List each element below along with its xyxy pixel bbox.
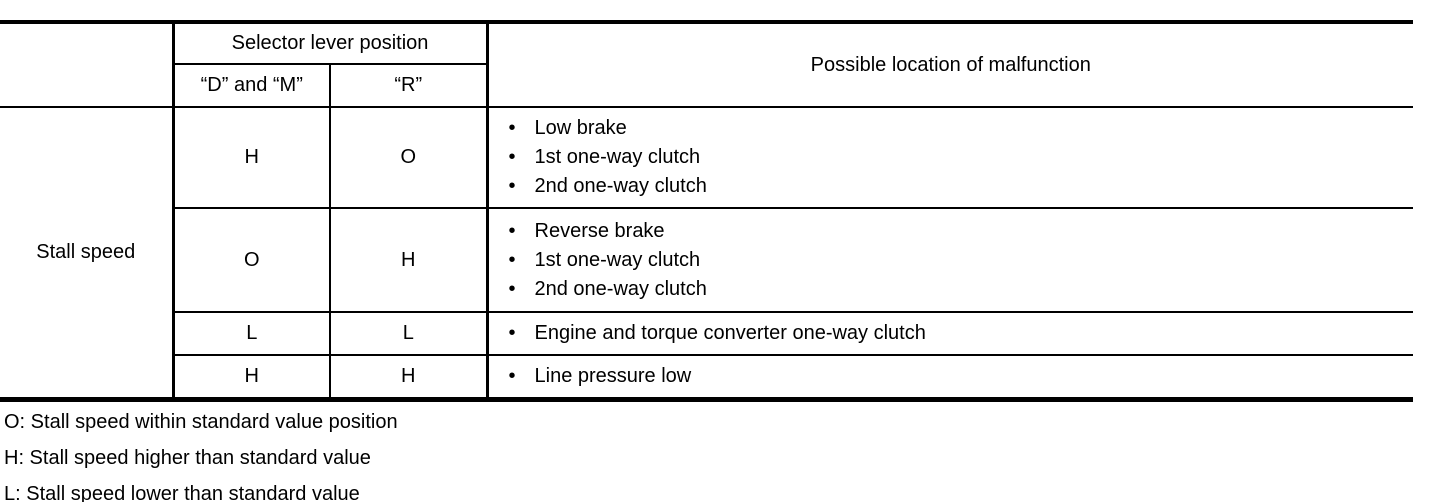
cause-text: 2nd one-way clutch [534,175,707,197]
cause-list: • Low brake • 1st one-way clutch • 2nd one-… [507,114,1408,201]
stall-speed-table: Selector lever position Possible locatio… [0,20,1414,402]
cause-text: Reverse brake [534,219,665,242]
row-label-stall-speed: Stall speed [0,106,174,401]
bullet-icon: • [508,175,516,197]
cell-d-m-row1: H [171,106,331,209]
cause-list: • Line pressure low [507,362,1408,391]
table-row: H H • Line pressure low [0,354,1414,401]
cause-item: • 2nd one-way clutch [507,172,1408,201]
cause-text: Engine and torque converter one-way clut… [534,322,926,344]
cause-item: • Engine and torque converter one-way clu… [507,319,1408,348]
col-header-r: “R” [329,63,488,108]
bullet-icon: • [508,248,516,271]
bullet-icon: • [508,365,516,387]
legend: O: Stall speed within standard value pos… [4,411,1456,502]
possible-location-header: Possible location of malfunction [485,21,1414,108]
cause-item: • Line pressure low [507,362,1408,391]
cause-item: • Reverse brake [507,217,1408,246]
bullet-icon: • [508,322,516,344]
cell-causes-row2: • Reverse brake • 1st one-way clutch • 2nd … [485,207,1414,313]
cause-text: Line pressure low [534,365,692,387]
cause-text: 1st one-way clutch [534,248,701,271]
col-header-d-and-m: “D” and “M” [171,63,331,108]
bullet-icon: • [508,277,516,300]
table-row: Stall speed H O • Low brake • 1st one-way … [0,106,1414,401]
cell-d-m-row4: H [171,354,331,401]
cell-d-m-row2: O [171,207,331,313]
cell-causes-row3: • Engine and torque converter one-way clu… [485,311,1414,356]
legend-line-l: L: Stall speed lower than standard value [4,483,360,502]
bullet-icon: • [508,117,516,139]
cell-causes-row1: • Low brake • 1st one-way clutch • 2nd one-… [485,106,1414,209]
cell-r-row1: O [329,106,488,209]
cell-r-row3: L [329,311,488,356]
cell-d-m-row3: L [171,311,331,356]
cause-item: • Low brake [507,114,1408,143]
cause-text: 2nd one-way clutch [534,277,707,300]
bullet-icon: • [508,219,516,242]
cell-causes-row4: • Line pressure low [485,354,1414,401]
cell-r-row2: H [329,207,488,313]
legend-line-h: H: Stall speed higher than standard valu… [4,447,371,469]
cause-item: • 1st one-way clutch [507,246,1408,275]
cause-list: • Reverse brake • 1st one-way clutch • 2nd … [507,217,1408,304]
cell-r-row4: H [329,354,488,401]
corner-cell [0,21,174,108]
legend-line-o: O: Stall speed within standard value pos… [4,411,398,433]
cause-list: • Engine and torque converter one-way clu… [507,319,1408,348]
table-row: O H • Reverse brake • 1st one-way clutch •… [0,207,1414,313]
cause-text: Low brake [534,117,627,139]
selector-lever-position-header: Selector lever position [171,21,488,65]
table-row: L L • Engine and torque converter one-way… [0,311,1414,356]
bullet-icon: • [508,146,516,168]
cause-item: • 1st one-way clutch [507,143,1408,172]
cause-item: • 2nd one-way clutch [507,275,1408,304]
cause-text: 1st one-way clutch [534,146,701,168]
